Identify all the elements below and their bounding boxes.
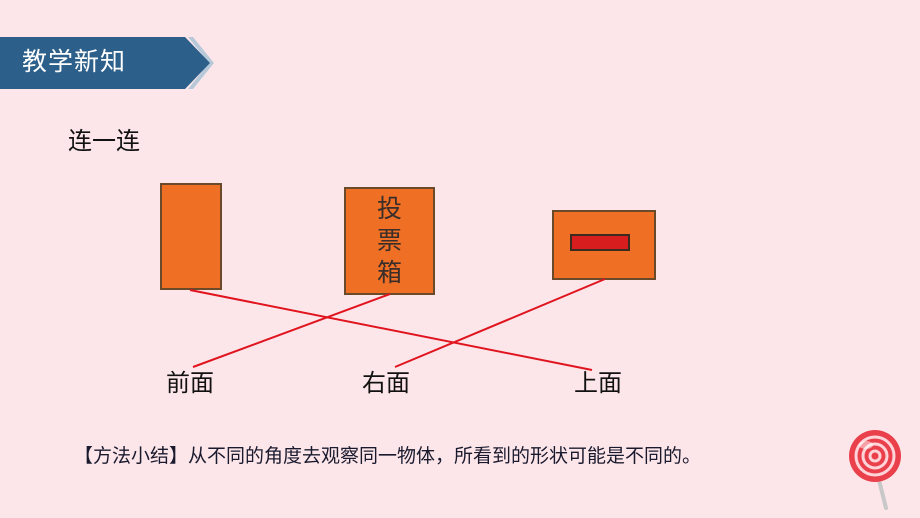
front-view-shape: 投 票 箱 <box>344 187 435 295</box>
ballot-char-2: 票 <box>376 226 402 255</box>
match-line-top-to-right <box>394 278 606 368</box>
ballot-char-1: 投 <box>376 194 402 223</box>
ballot-char-3: 箱 <box>376 258 402 287</box>
label-front: 前面 <box>166 369 214 397</box>
side-view-shape <box>160 183 222 290</box>
match-line-front-to-front <box>192 293 391 368</box>
method-summary: 【方法小结】从不同的角度去观察同一物体，所看到的形状可能是不同的。 <box>74 445 702 467</box>
ballot-slot <box>570 234 630 251</box>
match-line-side-to-top <box>189 289 593 371</box>
exercise-title: 连一连 <box>68 127 140 155</box>
label-right: 右面 <box>362 369 410 397</box>
ballot-box-text: 投 票 箱 <box>346 193 433 289</box>
lollipop-icon <box>849 430 901 510</box>
title-banner <box>0 37 210 89</box>
label-top: 上面 <box>574 369 622 397</box>
page-title: 教学新知 <box>22 47 127 76</box>
